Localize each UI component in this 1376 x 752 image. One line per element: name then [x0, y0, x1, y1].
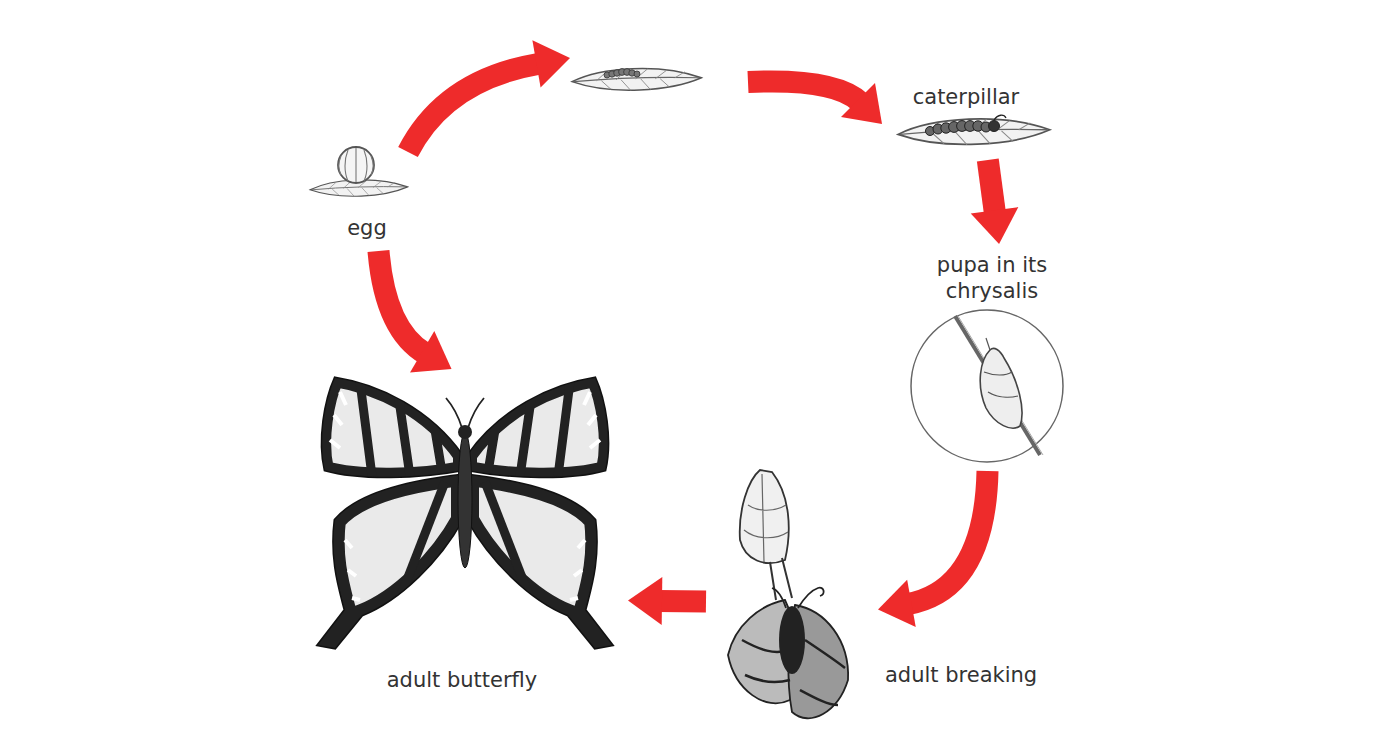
- life-stage: adult breaking: [712, 468, 872, 735]
- life-stage: adult butterfly: [312, 375, 622, 650]
- life-stage: caterpillar: [895, 82, 1055, 154]
- stage-label: adult breaking: [885, 662, 1037, 688]
- cycle-arrow: [971, 160, 1019, 244]
- butterfly-drawing: [318, 378, 612, 648]
- stage-label: egg: [347, 215, 387, 241]
- emerging-adult-drawing: [728, 470, 848, 718]
- life-stage: pupa in its chrysalis: [905, 250, 1070, 465]
- young-caterpillar-drawing: [572, 69, 701, 91]
- life-stage: egg: [305, 145, 410, 245]
- stage-label: adult butterfly: [387, 667, 538, 693]
- cycle-arrow: [379, 251, 452, 373]
- cycle-arrow: [408, 40, 882, 152]
- stage-label: pupa in its chrysalis: [917, 252, 1067, 305]
- egg-drawing: [310, 147, 408, 197]
- cycle-arrow: [628, 577, 706, 625]
- stage-label: caterpillar: [913, 84, 1020, 110]
- caterpillar-drawing: [898, 115, 1050, 145]
- cycle-arrow: [878, 471, 988, 627]
- chrysalis-drawing: [911, 310, 1063, 462]
